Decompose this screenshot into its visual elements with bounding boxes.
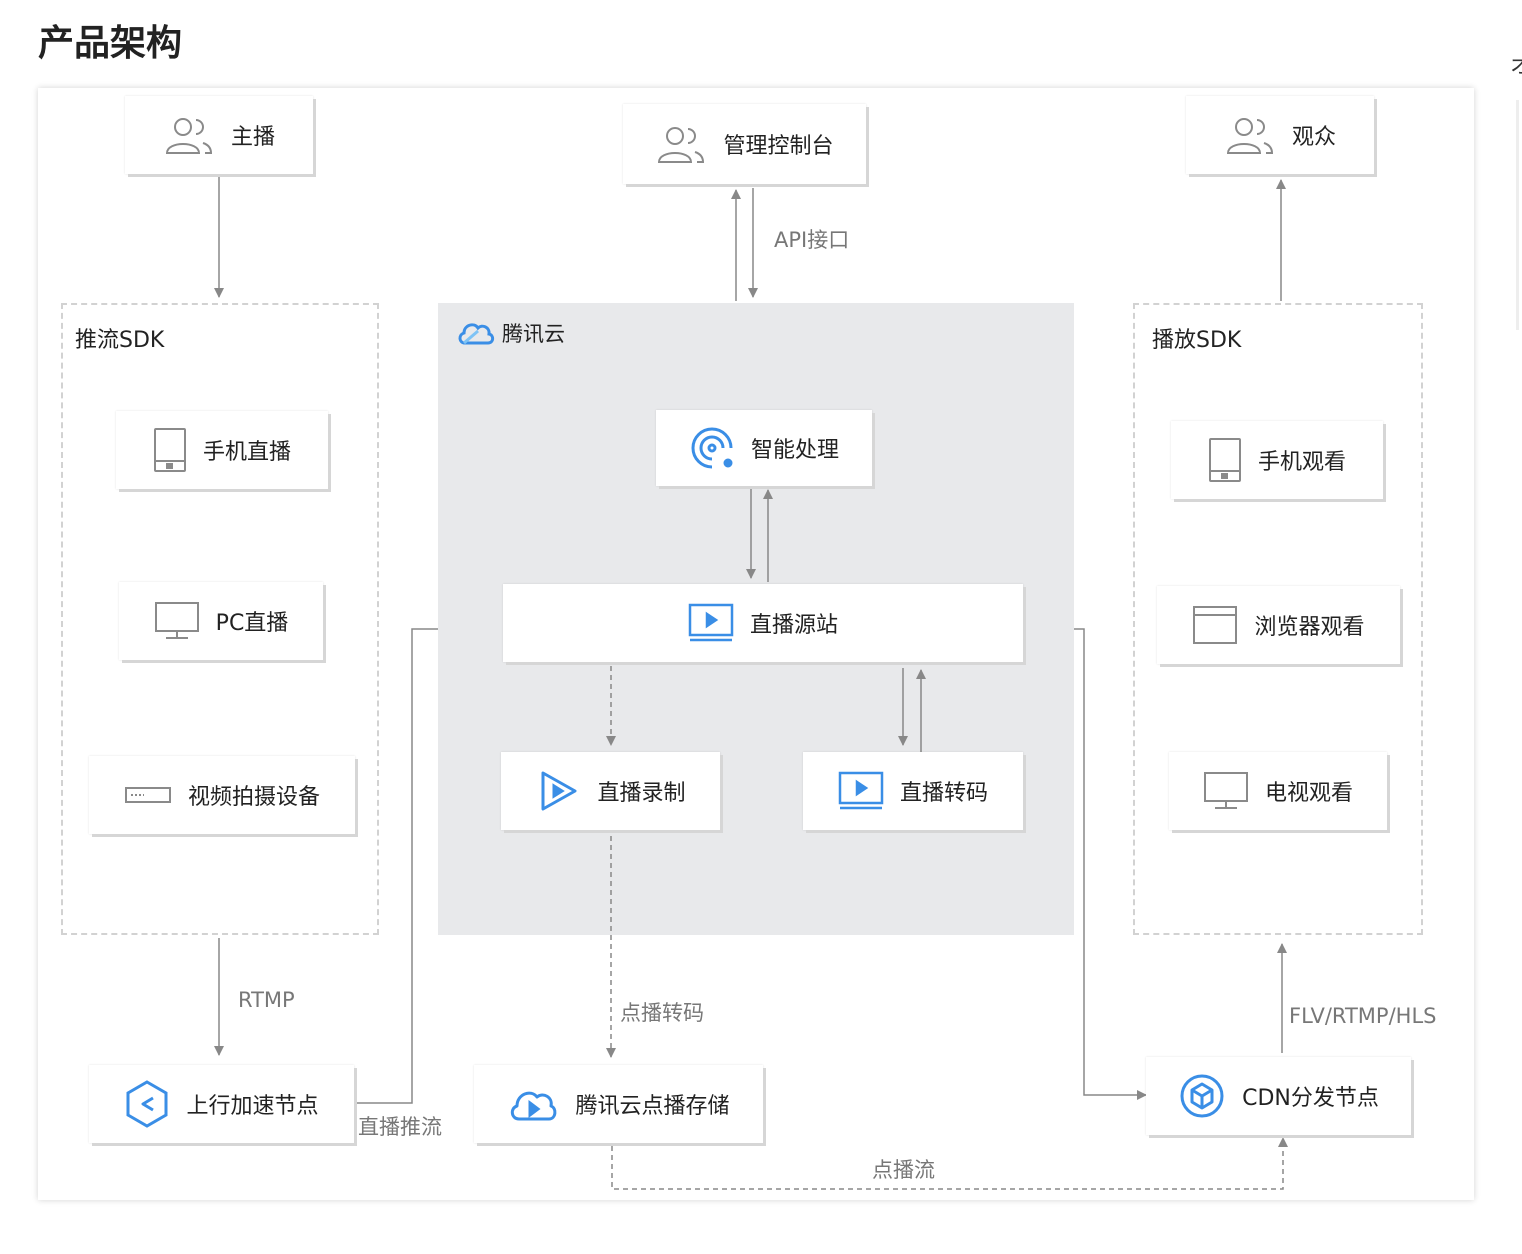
play-sdk-title: 播放SDK — [1152, 328, 1242, 353]
play-item-browser: 浏览器观看 — [1157, 586, 1400, 664]
users-icon — [655, 124, 707, 164]
live-origin-label: 直播源站 — [749, 613, 838, 638]
push-item-pc: PC直播 — [119, 582, 323, 660]
live-origin-node: 直播源站 — [503, 584, 1023, 662]
video-player-icon — [688, 603, 734, 643]
hexagon-node-icon — [124, 1079, 170, 1129]
tencent-cloud-brand: 腾讯云 — [456, 318, 565, 348]
push-item-camera: 视频拍摄设备 — [89, 756, 355, 834]
play-item-browser-label: 浏览器观看 — [1254, 615, 1365, 640]
play-icon — [535, 768, 581, 814]
phone-icon — [153, 427, 187, 473]
edge-label-api: API接口 — [774, 228, 850, 252]
push-item-pc-label: PC直播 — [215, 611, 289, 636]
push-item-phone: 手机直播 — [116, 411, 328, 489]
vod-storage-node: 腾讯云点播存储 — [474, 1065, 763, 1143]
browser-icon — [1192, 605, 1238, 645]
smart-processing-icon — [689, 425, 735, 471]
smart-processing-label: 智能处理 — [750, 438, 839, 463]
audience-label: 观众 — [1291, 125, 1336, 150]
cdn-icon — [1178, 1072, 1226, 1120]
play-item-phone: 手机观看 — [1171, 421, 1383, 499]
page-title: 产品架构 — [38, 23, 183, 64]
cdn-node: CDN分发节点 — [1146, 1057, 1411, 1135]
clipped-edge-glyph: オ — [1510, 54, 1522, 79]
live-transcode-node: 直播转码 — [803, 752, 1023, 830]
push-sdk-group — [61, 303, 379, 935]
edge-label-vod-stream: 点播流 — [872, 1158, 935, 1182]
play-item-tv-label: 电视观看 — [1264, 781, 1353, 806]
edge-vod-to-cdn — [611, 1137, 1288, 1190]
live-transcode-label: 直播转码 — [899, 781, 988, 806]
phone-icon — [1208, 437, 1242, 483]
edge-label-live-push: 直播推流 — [358, 1115, 442, 1139]
video-player-icon — [838, 771, 884, 811]
tv-icon — [1203, 771, 1249, 811]
anchor-label: 主播 — [230, 125, 275, 150]
push-item-camera-label: 视频拍摄设备 — [187, 785, 320, 810]
cloud-play-icon — [507, 1084, 559, 1124]
console-label: 管理控制台 — [723, 134, 834, 159]
users-icon — [163, 115, 215, 155]
live-recording-node: 直播录制 — [501, 752, 720, 830]
vod-storage-label: 腾讯云点播存储 — [575, 1094, 730, 1119]
clipped-side-panel — [1516, 100, 1519, 330]
push-item-phone-label: 手机直播 — [202, 440, 291, 465]
audience-node: 观众 — [1186, 96, 1374, 174]
smart-processing-node: 智能处理 — [656, 410, 872, 486]
users-icon — [1224, 115, 1276, 155]
edge-uplink-to-cloud — [357, 628, 438, 1104]
edge-label-vod-transcode: 点播转码 — [620, 1001, 704, 1025]
monitor-icon — [154, 601, 200, 641]
edge-cloud-to-cdn — [1074, 628, 1147, 1100]
tencent-cloud-logo-icon — [456, 319, 496, 347]
cdn-label: CDN分发节点 — [1242, 1086, 1379, 1111]
console-node: 管理控制台 — [623, 104, 866, 184]
play-item-phone-label: 手机观看 — [1257, 450, 1346, 475]
anchor-node: 主播 — [125, 96, 313, 174]
play-sdk-group — [1133, 303, 1423, 935]
play-item-tv: 电视观看 — [1169, 752, 1387, 830]
uplink-acceleration-node: 上行加速节点 — [89, 1065, 354, 1143]
live-recording-label: 直播录制 — [597, 781, 686, 806]
push-sdk-title: 推流SDK — [75, 328, 165, 353]
edge-label-rtmp: RTMP — [238, 988, 295, 1012]
edge-label-protocols: FLV/RTMP/HLS — [1289, 1004, 1437, 1028]
uplink-acceleration-label: 上行加速节点 — [186, 1094, 319, 1119]
camera-device-icon — [124, 785, 172, 805]
tencent-cloud-label: 腾讯云 — [502, 322, 565, 346]
